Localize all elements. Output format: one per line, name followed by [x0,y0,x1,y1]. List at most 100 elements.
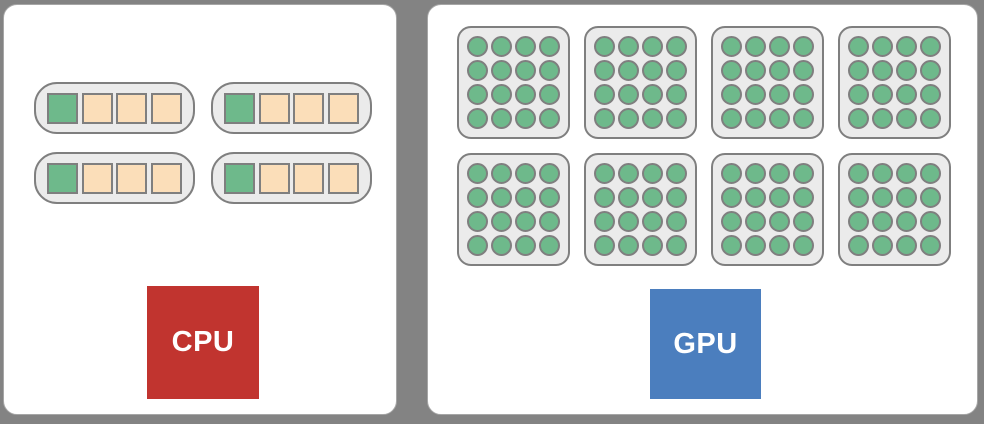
cpu-panel: CPU [3,4,397,415]
cpu-idle-cell [293,162,325,194]
gpu-core-dot [618,36,639,57]
gpu-core-dot [872,36,893,57]
gpu-core-dot [745,163,766,184]
gpu-core-dot [666,235,687,256]
gpu-core-dot [769,36,790,57]
gpu-core-dot [721,84,742,105]
gpu-core-dot [642,211,663,232]
gpu-core-dot [872,60,893,81]
gpu-core-dot [769,163,790,184]
gpu-core-dot [467,163,488,184]
gpu-core-dot [467,60,488,81]
gpu-core-dot [848,211,869,232]
gpu-core-dot [491,84,512,105]
cpu-idle-cell [116,92,148,124]
gpu-core-dot [491,187,512,208]
cpu-active-cell [47,162,78,194]
gpu-core-dot [594,235,615,256]
gpu-core-block [711,153,824,266]
gpu-core-dot [793,187,814,208]
gpu-core-dot [618,211,639,232]
gpu-core-dot [515,84,536,105]
cpu-active-cell [224,162,255,194]
gpu-label-text: GPU [673,327,738,360]
gpu-core-block [457,153,570,266]
gpu-core-dot [848,235,869,256]
gpu-core-dot [745,60,766,81]
gpu-core-dot [745,211,766,232]
gpu-core-dot [896,108,917,129]
gpu-core-dot [467,36,488,57]
gpu-core-dot [721,36,742,57]
gpu-core-dot [594,60,615,81]
gpu-panel: GPU [427,4,978,415]
cpu-chip-label: CPU [147,286,259,399]
gpu-core-dot [666,84,687,105]
gpu-core-dot [769,235,790,256]
cpu-active-cell [47,92,78,124]
gpu-core-dot [872,84,893,105]
gpu-core-dot [721,163,742,184]
gpu-core-dot [618,60,639,81]
gpu-core-block [584,153,697,266]
gpu-core-block [457,26,570,139]
gpu-core-dot [618,187,639,208]
gpu-core-dot [745,108,766,129]
cpu-idle-cell [258,92,290,124]
gpu-core-dot [721,187,742,208]
gpu-core-dot [515,108,536,129]
cpu-active-cell [224,92,255,124]
gpu-core-dot [848,108,869,129]
gpu-core-dot [467,235,488,256]
gpu-core-dot [666,60,687,81]
gpu-core-dot [594,84,615,105]
gpu-core-dot [539,235,560,256]
gpu-core-dot [491,108,512,129]
cpu-idle-cell [116,162,148,194]
gpu-core-dot [491,235,512,256]
cpu-idle-cell [150,92,182,124]
gpu-core-dot [793,108,814,129]
gpu-core-dot [642,187,663,208]
gpu-core-dot [920,211,941,232]
gpu-core-dot [793,163,814,184]
gpu-core-dot [920,235,941,256]
gpu-core-dot [642,235,663,256]
gpu-core-dot [515,60,536,81]
gpu-core-dot [896,36,917,57]
gpu-core-dot [642,60,663,81]
gpu-core-dot [872,235,893,256]
gpu-core-dot [539,163,560,184]
gpu-core-dot [515,235,536,256]
gpu-core-dot [920,36,941,57]
gpu-core-dot [896,84,917,105]
gpu-core-dot [666,187,687,208]
gpu-core-dot [666,211,687,232]
gpu-core-dot [594,187,615,208]
gpu-core-dot [642,163,663,184]
gpu-core-dot [594,163,615,184]
gpu-core-dot [769,187,790,208]
gpu-core-dot [848,36,869,57]
gpu-core-dot [467,211,488,232]
gpu-core-dot [515,36,536,57]
cpu-idle-cell [327,162,359,194]
gpu-core-dot [721,211,742,232]
gpu-core-dot [920,108,941,129]
gpu-core-dot [920,60,941,81]
gpu-core-dot [642,108,663,129]
gpu-core-dot [896,163,917,184]
cpu-cores-grid [34,82,372,204]
gpu-core-dot [745,36,766,57]
cpu-idle-cell [81,92,113,124]
gpu-core-dot [848,187,869,208]
gpu-core-dot [642,84,663,105]
gpu-core-dot [666,36,687,57]
gpu-core-dot [769,211,790,232]
gpu-core-dot [491,36,512,57]
gpu-core-dot [745,84,766,105]
cpu-idle-cell [293,92,325,124]
gpu-core-dot [848,60,869,81]
gpu-core-dot [467,84,488,105]
